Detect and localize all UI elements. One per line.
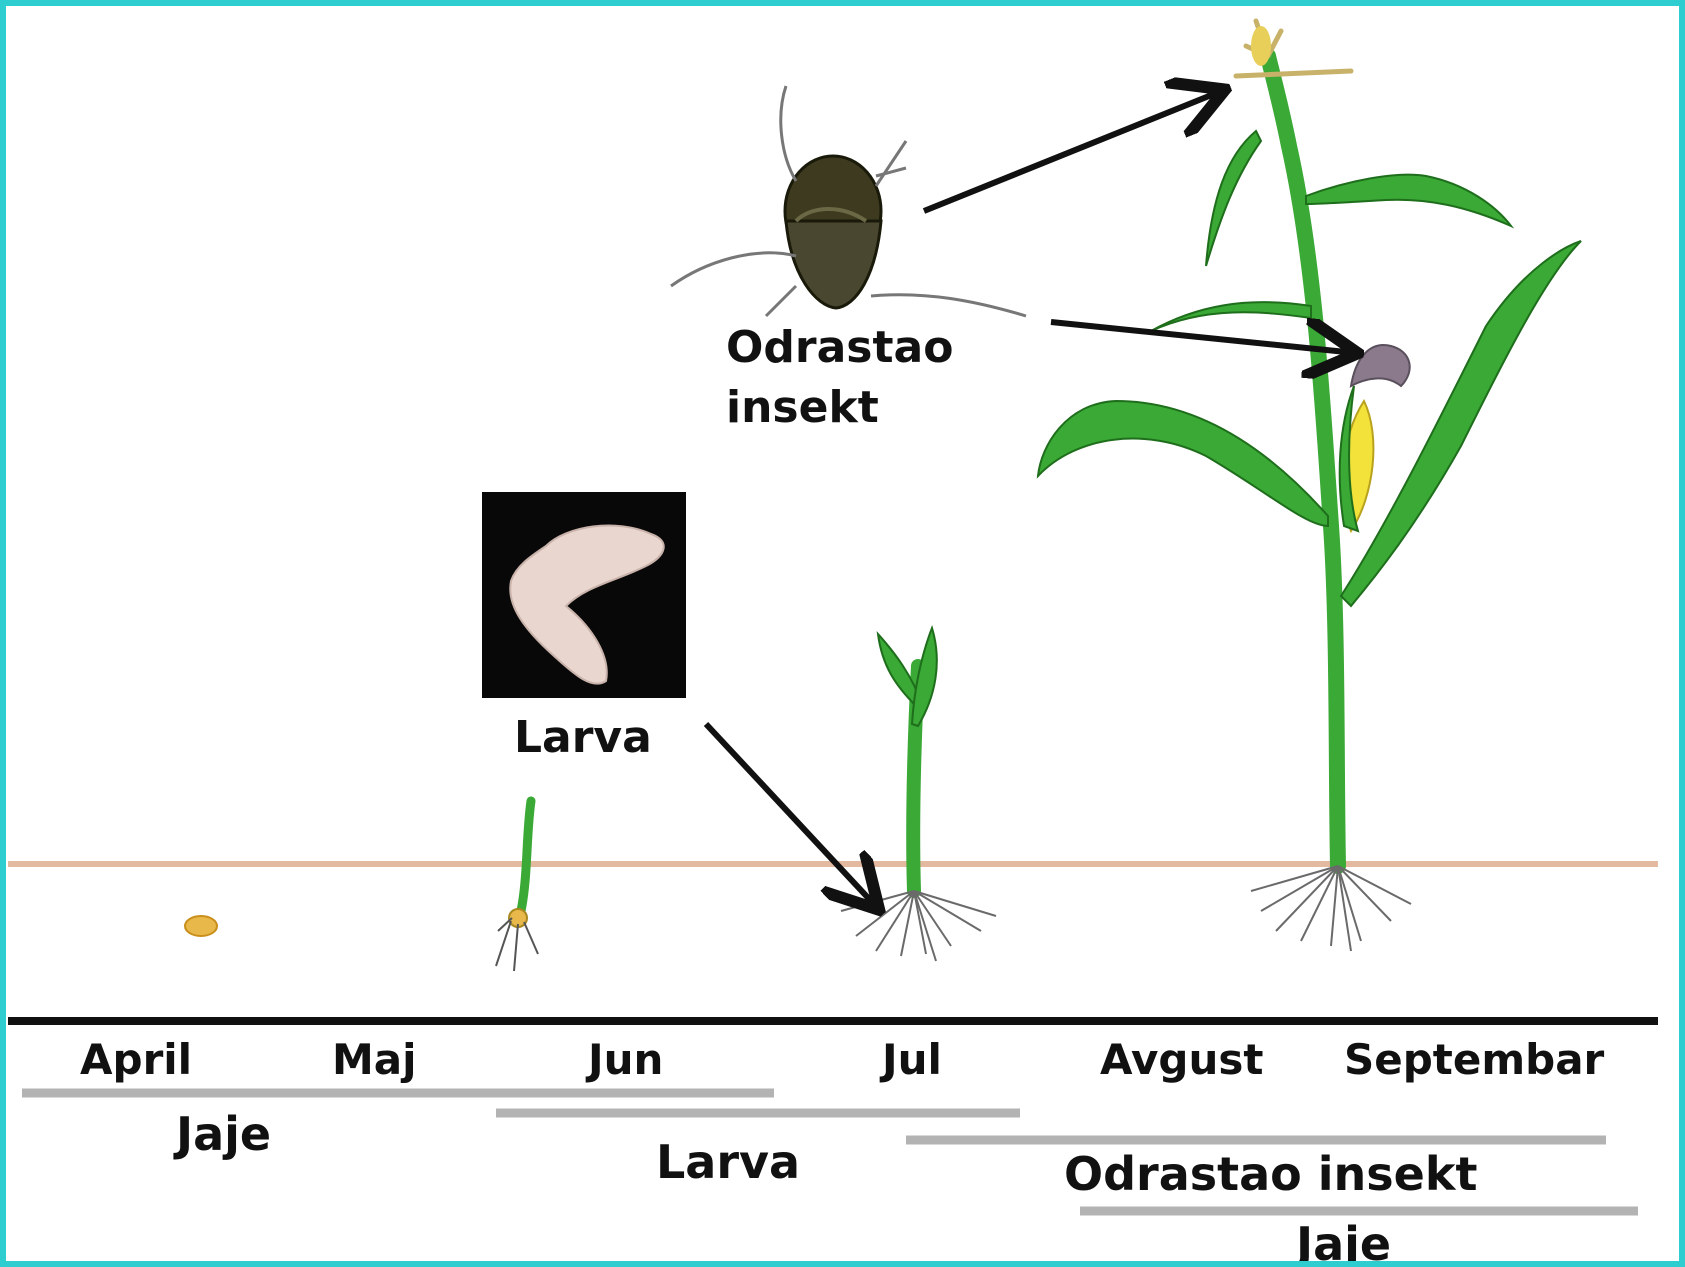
arrow-adult-to-silk <box>1051 322 1346 352</box>
seedling-small <box>496 801 538 971</box>
young-plant <box>841 628 996 961</box>
stage-label-adult: Odrastao insekt <box>1064 1151 1477 1197</box>
stage-label-larva: Larva <box>656 1139 800 1185</box>
month-jul: Jul <box>882 1039 942 1081</box>
corn-plant <box>1038 21 1581 951</box>
month-april: April <box>80 1039 192 1081</box>
stage-label-egg-1: Jaje <box>176 1111 271 1157</box>
adult-label-line2: insekt <box>726 386 879 430</box>
month-avgust: Avgust <box>1100 1039 1263 1081</box>
month-jun: Jun <box>588 1039 663 1081</box>
arrow-larva-to-roots <box>706 724 871 901</box>
arrow-adult-to-tassel <box>924 94 1214 211</box>
egg <box>185 916 217 936</box>
adult-beetle <box>671 86 1026 316</box>
month-maj: Maj <box>332 1039 417 1081</box>
month-septembar: Septembar <box>1344 1039 1604 1081</box>
larva-photo-label: Larva <box>514 716 652 760</box>
adult-label-line1: Odrastao <box>726 326 953 370</box>
larva-photo <box>482 492 686 698</box>
stage-label-egg-2: Jaje <box>1296 1221 1391 1267</box>
